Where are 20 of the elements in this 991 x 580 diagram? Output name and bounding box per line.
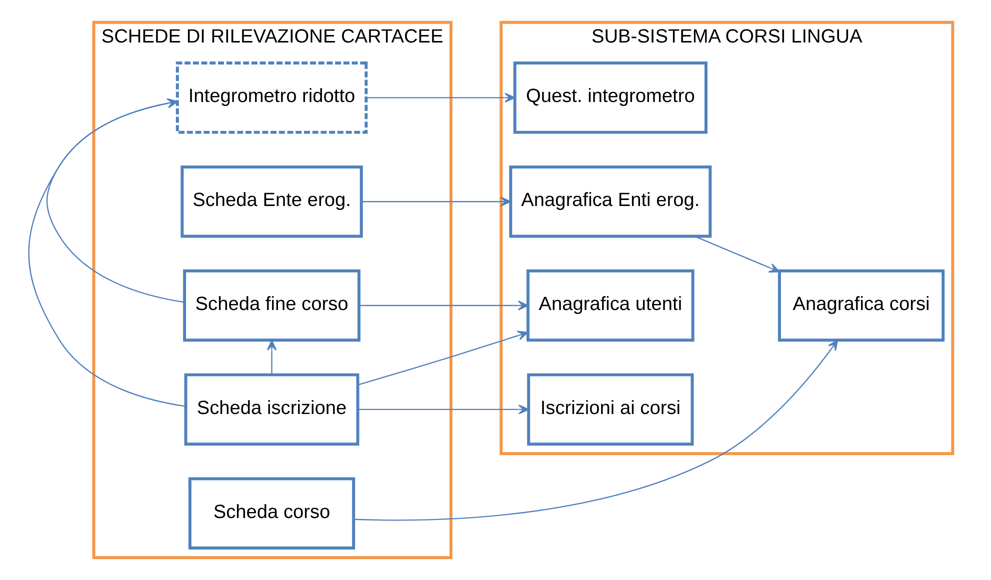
node-box: Anagrafica Enti erog. (509, 165, 712, 238)
arrow (359, 300, 529, 310)
node-box: Scheda Ente erog. (180, 165, 363, 238)
arrow (358, 404, 530, 414)
arrow (354, 340, 838, 521)
arrow (28, 98, 186, 407)
arrow (358, 330, 528, 386)
node-box: Integrometro ridotto (176, 62, 368, 134)
node-box: Scheda fine corso (183, 269, 360, 342)
node-box: Iscrizioni ai corsi (527, 373, 694, 446)
node-box: Scheda corso (188, 477, 356, 550)
arrow (362, 196, 512, 206)
node-box: Quest. integrometro (513, 62, 708, 134)
arrow (694, 236, 780, 273)
arrow (46, 98, 185, 303)
arrow (266, 340, 277, 375)
node-box: Scheda iscrizione (184, 373, 360, 446)
node-box: Anagrafica utenti (526, 269, 694, 342)
node-box: Anagrafica corsi (778, 269, 945, 342)
arrow (366, 92, 516, 103)
